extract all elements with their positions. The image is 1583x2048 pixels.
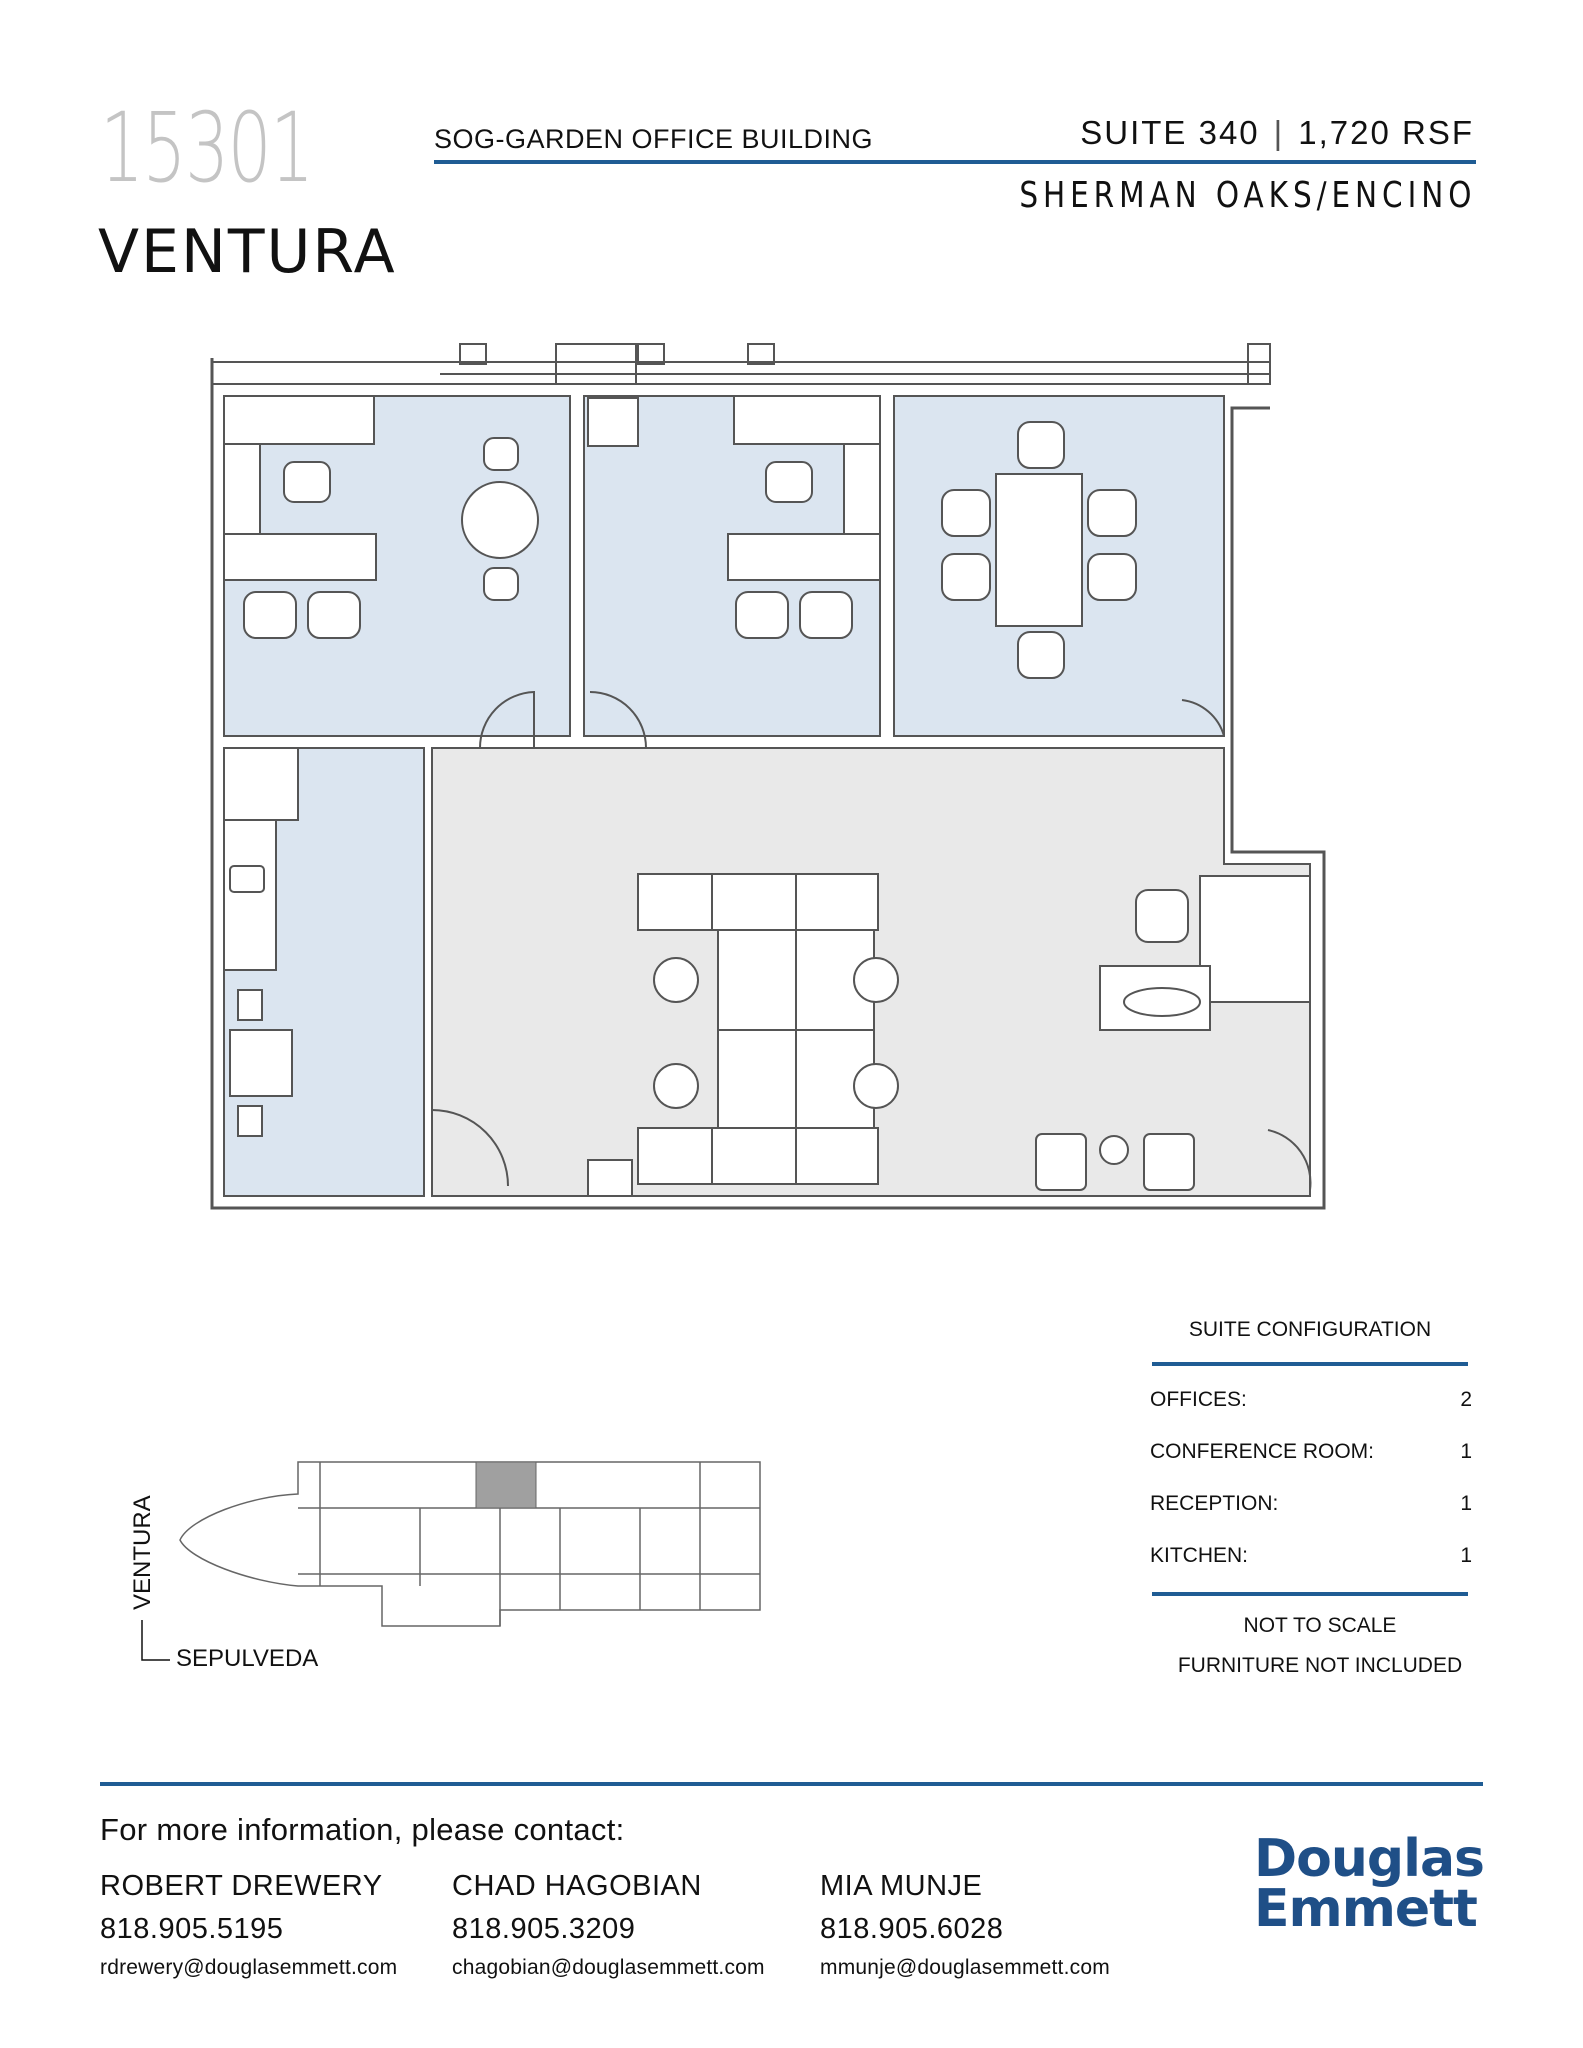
contact-name: CHAD HAGOBIAN xyxy=(452,1870,702,1902)
header-rule xyxy=(434,160,1476,164)
contact-card: ROBERT DREWERY 818.905.5195 rdrewery@dou… xyxy=(100,1870,397,1980)
config-value: 2 xyxy=(1460,1388,1472,1411)
floor-plan xyxy=(210,343,1326,1210)
contact-email[interactable]: mmunje@douglasemmett.com xyxy=(820,1956,1110,1979)
contact-name: MIA MUNJE xyxy=(820,1870,983,1902)
suite-separator: | xyxy=(1273,114,1285,151)
footer-rule xyxy=(100,1782,1483,1786)
note-furniture: FURNITURE NOT INCLUDED xyxy=(1177,1654,1463,1677)
suite-config-rule-top xyxy=(1152,1362,1468,1366)
building-name: SOG-GARDEN OFFICE BUILDING xyxy=(434,124,874,154)
suite-line: SUITE 340 | 1,720 RSF xyxy=(1080,114,1474,152)
logo-line-2: Emmett xyxy=(1254,1879,1478,1939)
config-row-kitchen: KITCHEN: 1 xyxy=(1150,1544,1472,1568)
config-value: 1 xyxy=(1460,1440,1472,1463)
logo-line-1: Douglas xyxy=(1254,1829,1485,1889)
contact-card: CHAD HAGOBIAN 818.905.3209 chagobian@dou… xyxy=(452,1870,765,1980)
suite-highlight xyxy=(475,1461,537,1509)
config-row-conference: CONFERENCE ROOM: 1 xyxy=(1150,1440,1472,1464)
suite-number: SUITE 340 xyxy=(1080,114,1260,151)
config-row-offices: OFFICES: 2 xyxy=(1150,1388,1472,1412)
submarket: SHERMAN OAKS/ENCINO xyxy=(1018,175,1476,216)
contact-phone[interactable]: 818.905.3209 xyxy=(452,1913,636,1945)
douglas-emmett-logo: Douglas Emmett xyxy=(1254,1829,1485,1939)
suite-config-title: SUITE CONFIGURATION xyxy=(1188,1318,1432,1341)
config-value: 1 xyxy=(1460,1492,1472,1515)
address-street: VENTURA xyxy=(98,217,397,287)
config-label: KITCHEN: xyxy=(1150,1544,1249,1567)
contact-email[interactable]: chagobian@douglasemmett.com xyxy=(452,1956,765,1979)
contact-card: MIA MUNJE 818.905.6028 mmunje@douglasemm… xyxy=(820,1870,1110,1980)
contact-email[interactable]: rdrewery@douglasemmett.com xyxy=(100,1956,398,1979)
contact-phone[interactable]: 818.905.6028 xyxy=(820,1913,1004,1945)
key-map: VENTURA SEPULVEDA xyxy=(129,1461,761,1672)
config-label: CONFERENCE ROOM: xyxy=(1150,1440,1375,1463)
note-not-to-scale: NOT TO SCALE xyxy=(1243,1614,1397,1637)
contact-heading: For more information, please contact: xyxy=(100,1812,625,1847)
address-number: 15301 xyxy=(100,92,314,204)
suite-rsf: 1,720 RSF xyxy=(1298,114,1474,151)
suite-config-rule-bottom xyxy=(1152,1592,1468,1596)
config-value: 1 xyxy=(1460,1544,1472,1567)
contact-phone[interactable]: 818.905.5195 xyxy=(100,1913,284,1945)
contact-name: ROBERT DREWERY xyxy=(100,1870,383,1902)
key-map-street-sepulveda: SEPULVEDA xyxy=(176,1645,318,1672)
key-map-street-ventura: VENTURA xyxy=(129,1495,156,1610)
config-label: OFFICES: xyxy=(1150,1388,1247,1411)
config-row-reception: RECEPTION: 1 xyxy=(1150,1492,1472,1516)
config-label: RECEPTION: xyxy=(1150,1492,1279,1515)
